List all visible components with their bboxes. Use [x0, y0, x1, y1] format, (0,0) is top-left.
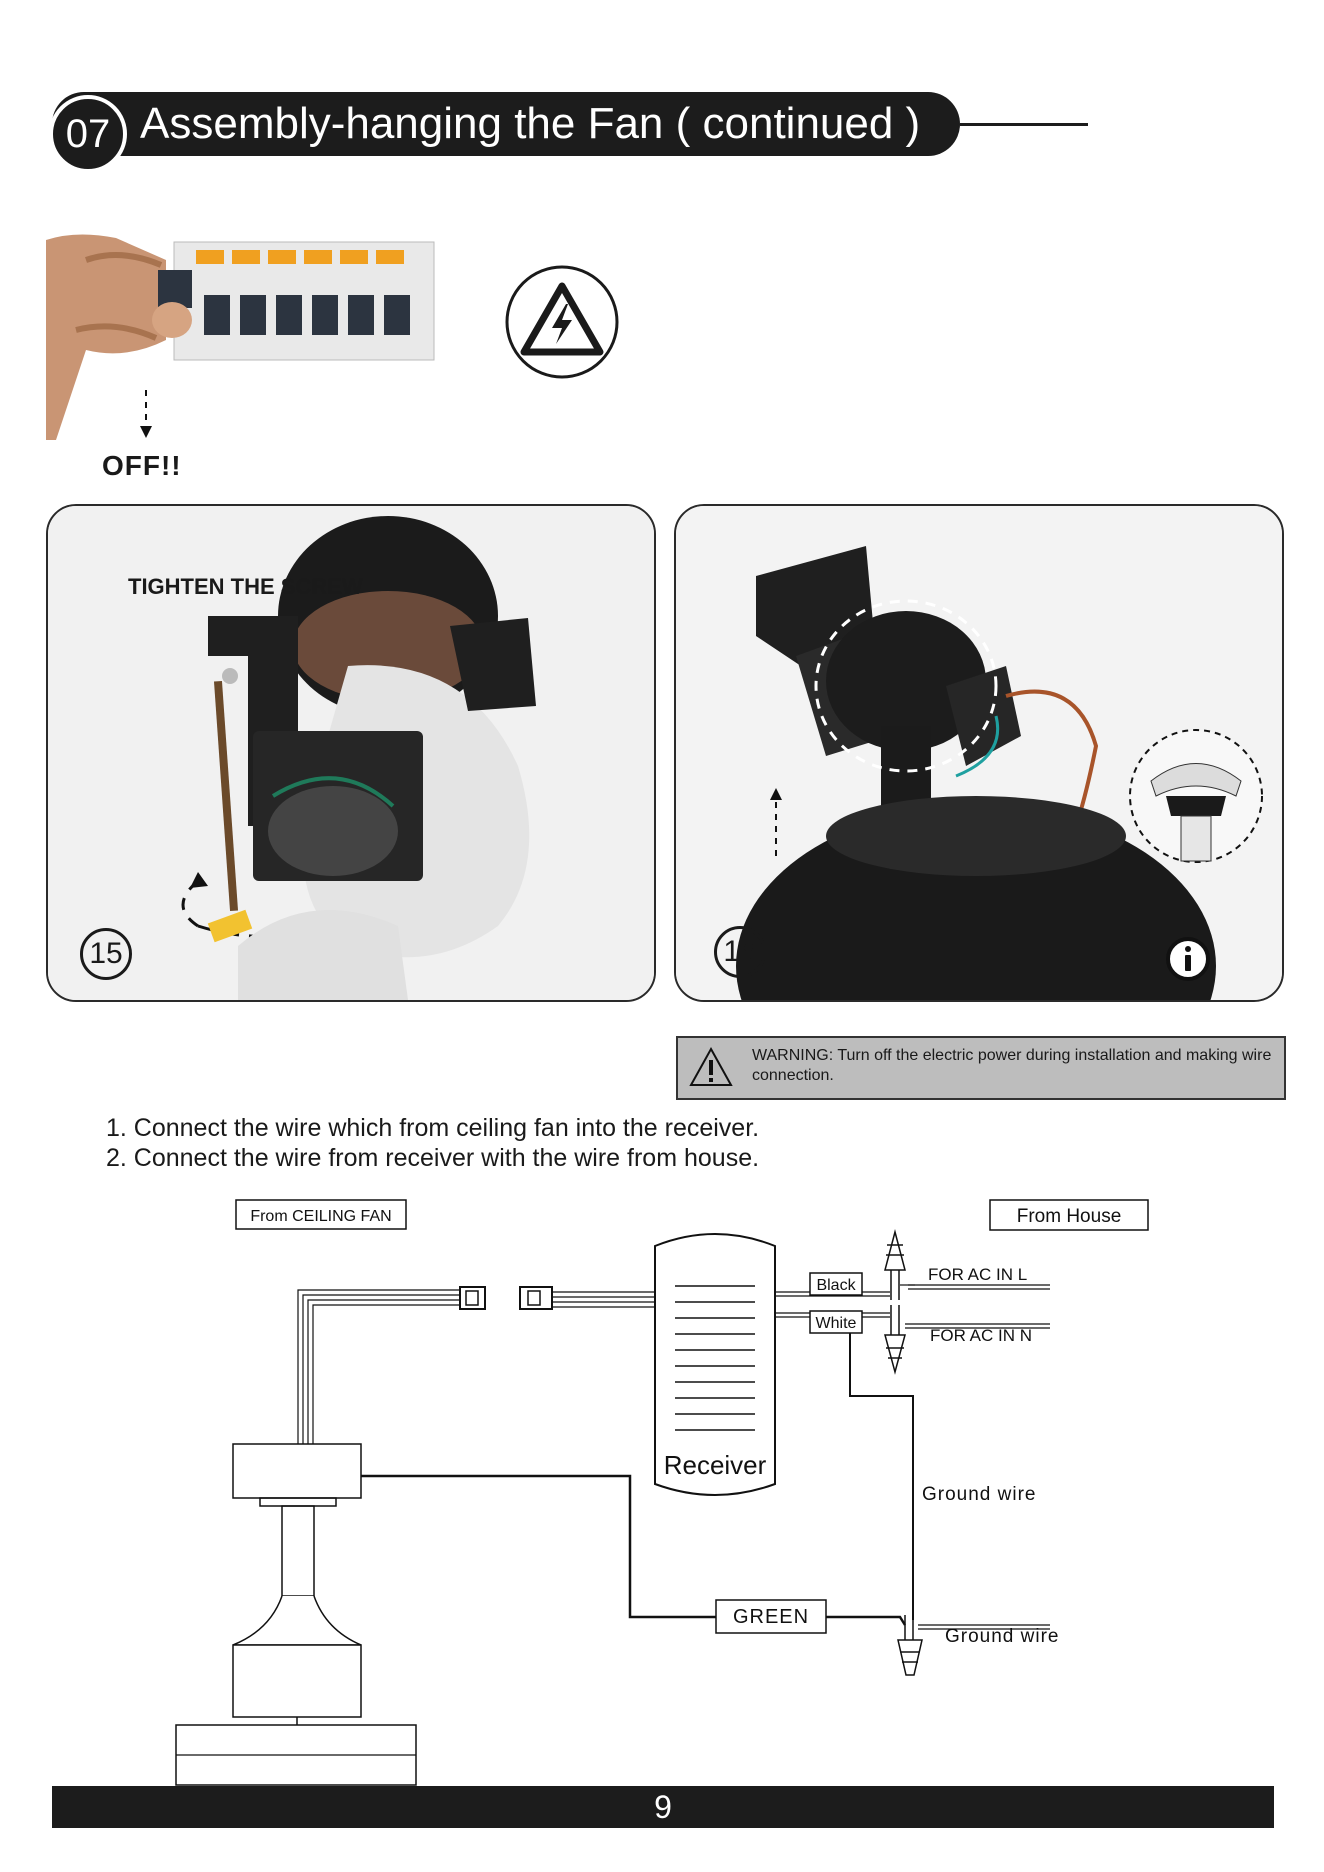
- step-number-badge: 16: [714, 926, 766, 978]
- photo-panel-hang-fan: [674, 504, 1284, 1002]
- off-label: OFF!!: [102, 450, 182, 481]
- warning-text: WARNING: Turn off the electric power dur…: [752, 1047, 1272, 1084]
- white-wire-label: White: [816, 1315, 857, 1332]
- photo-panel-tighten-screw: [46, 504, 656, 1002]
- tighten-screw-illustration: [48, 506, 654, 1000]
- fan-connector: [459, 1286, 486, 1310]
- ground-wire-lower-label: Ground wire: [945, 1626, 1060, 1647]
- hang-fan-illustration: [676, 506, 1282, 1000]
- breaker-photo: [46, 234, 435, 440]
- fan-motor: [232, 1644, 362, 1718]
- ac-in-n-label: FOR AC IN N: [930, 1326, 1032, 1345]
- warning-box: WARNING: Turn off the electric power dur…: [676, 1036, 1286, 1100]
- page-title: Assembly-hanging the Fan ( continued ): [140, 99, 921, 148]
- ac-in-l-label: FOR AC IN L: [928, 1265, 1027, 1284]
- section-header: [52, 92, 960, 156]
- instruction-step-2: 2. Connect the wire from receiver with t…: [106, 1144, 760, 1172]
- footer-bar: 9: [52, 1786, 1274, 1828]
- header-rule: [960, 123, 1088, 126]
- green-wire-label: GREEN: [733, 1606, 809, 1628]
- step-number-badge: 15: [80, 928, 132, 980]
- ground-wire-upper-label: Ground wire: [922, 1484, 1037, 1505]
- from-house-box: [989, 1199, 1149, 1231]
- receiver-label: Receiver: [664, 1450, 767, 1480]
- instruction-step-1: 1. Connect the wire which from ceiling f…: [106, 1114, 760, 1142]
- info-icon: [1166, 937, 1210, 981]
- wire-nut-n: [884, 1305, 906, 1375]
- wire-nut-ground: [897, 1615, 923, 1676]
- fan-wire-bundle: [297, 1289, 460, 1445]
- from-house-label: From House: [1017, 1206, 1122, 1227]
- from-ceiling-fan-box: [235, 1199, 407, 1230]
- section-number: 07: [49, 95, 127, 173]
- tighten-screw-caption: TIGHTEN THE SCREW: [128, 574, 363, 599]
- black-wire-label: Black: [816, 1277, 856, 1294]
- wire-nut-l: [884, 1229, 906, 1300]
- receiver-connector: [519, 1286, 553, 1310]
- black-wire-tag: [809, 1272, 863, 1296]
- from-ceiling-fan-label: From CEILING FAN: [250, 1208, 391, 1225]
- green-wire-tag: [715, 1599, 827, 1634]
- page-number: 9: [654, 1789, 672, 1825]
- electric-hazard-icon: [505, 265, 619, 379]
- wiring-diagram: From CEILING FAN From House Receiver Bla…: [175, 1199, 1149, 1786]
- white-wire-tag: [809, 1310, 863, 1334]
- warning-triangle-icon: [689, 1046, 733, 1086]
- fan-top-housing: [232, 1443, 362, 1499]
